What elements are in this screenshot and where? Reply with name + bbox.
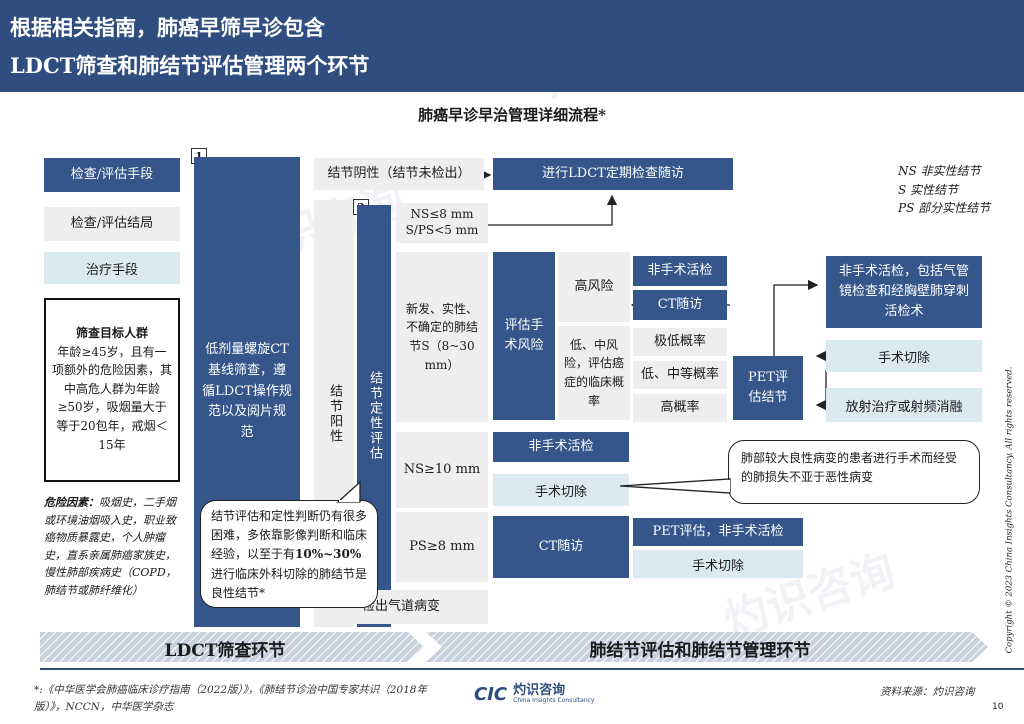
ct-followup-ps: CT随访: [493, 516, 629, 578]
logo-mark: CIC: [474, 684, 508, 705]
copyright-wrapper: Copyright © 2023 China Insights Consulta…: [1002, 360, 1016, 660]
footnote: *:《中华医学会肺癌临床诊疗指南（2022版）》，《肺结节诊治中国专家共识（20…: [34, 684, 427, 713]
low-mid-risk: 低、中风险，评估癌症的临床概率: [558, 326, 630, 420]
ct-followup-high-risk: CT随访: [633, 290, 727, 320]
high-probability: 高概率: [633, 394, 727, 422]
copyright: Copyright © 2023 China Insights Consulta…: [1004, 366, 1015, 654]
nonsurgical-biopsy-ns: 非手术活检: [493, 432, 629, 462]
target-title: 筛查目标人群: [75, 326, 148, 340]
high-risk: 高风险: [558, 252, 630, 322]
legend-ps: PS 部分实性结节: [898, 201, 991, 216]
logo-en: China Insights Consultancy: [513, 697, 595, 705]
logo-cn: 灼识咨询: [513, 683, 566, 699]
callout-benign-rate-text-a: 结节评估和定性判断仍有很多困难，多依靠影像判断和临床经验，以至于有: [211, 509, 368, 562]
legend-exam-outcome: 检查/评估结局: [44, 207, 180, 241]
risk-label: 危险因素：: [44, 496, 99, 509]
surgical-resection-2: 手术切除: [493, 474, 629, 506]
callout-benign-rate-text-b: 进行临床外科切除的肺结节是良性结节*: [211, 566, 368, 600]
legend-exam-method: 检查/评估手段: [44, 158, 180, 192]
stage-banners: [40, 632, 988, 662]
radiotherapy-or-ablation: 放射治疗或射频消融: [826, 388, 982, 422]
nonsurgical-biopsy-bronchoscopy: 非手术活检，包括气管镜检查和经胸壁肺穿刺活检术: [826, 256, 982, 328]
low-mid-probability: 低、中等概率: [633, 361, 727, 389]
legend-ns: NS 非实性结节: [898, 164, 981, 178]
abbreviation-legend: NS 非实性结节 S 实性结节 PS 部分实性结节: [898, 162, 990, 218]
surgical-risk-assessment: 评估手术风险: [493, 252, 555, 420]
nodule-positive-label: 结节阳性: [327, 383, 343, 444]
target-body: 年龄≥45岁，且有一项额外的危险因素，其中高危人群为年龄≥50岁，吸烟量大于等于…: [52, 344, 173, 452]
header-title-line1: 根据相关指南，肺癌早筛早诊包含: [10, 15, 325, 40]
legend-s: S 实性结节: [898, 182, 959, 197]
callout-pointer-right: [620, 478, 731, 494]
nodule-negative: 结节阴性（结节未检出）: [314, 158, 484, 190]
cic-logo: CIC 灼识咨询 China Insights Consultancy: [474, 683, 595, 705]
very-low-probability: 极低概率: [633, 328, 727, 356]
risk-body: 吸烟史，二手烟或环境油烟吸入史，职业致癌物质暴露史，个人肿瘤史，直系亲属肺癌家族…: [44, 496, 177, 597]
flow-title: 肺癌早诊早治管理详细流程*: [418, 106, 606, 124]
page-number: 10: [992, 702, 1004, 712]
source-note: 资料来源：灼识咨询: [880, 686, 975, 698]
callout-pointer-left: [336, 480, 361, 503]
qualitative-assessment-label: 结节定性评估: [367, 371, 383, 461]
header-bar: 根据相关指南，肺癌早筛早诊包含 LDCT筛查和肺结节评估管理两个环节: [0, 0, 1024, 92]
pet-and-nonsurgical-biopsy: PET评估，非手术活检: [633, 518, 803, 546]
ns-le-8mm: NS≤8 mm S/PS<5 mm: [396, 203, 488, 243]
nonsurgical-biopsy-high-risk: 非手术活检: [633, 256, 727, 286]
surgical-resection-1: 手术切除: [826, 340, 982, 372]
callout-benign-rate-percent: 10%~30%: [295, 547, 362, 562]
banner-ldct-screening: LDCT筛查环节: [164, 640, 286, 661]
surgical-resection-3: 手术切除: [633, 550, 803, 578]
banner-nodule-management: 肺结节评估和肺结节管理环节: [589, 640, 811, 661]
legend-treatment: 治疗手段: [44, 252, 180, 284]
solid-nodule-8-30mm: 新发、实性、不确定的肺结节S（8~30 mm）: [396, 252, 488, 422]
ns-ge-10mm: NS≥10 mm: [396, 432, 488, 508]
ldct-periodic-followup: 进行LDCT定期检查随访: [493, 158, 733, 190]
target-population-box: 筛查目标人群 年龄≥45岁，且有一项额外的危险因素，其中高危人群为年龄≥50岁，…: [44, 298, 180, 482]
pet-nodule-evaluation: PET评估结节: [733, 356, 803, 420]
header-title-line2: LDCT筛查和肺结节评估管理两个环节: [10, 53, 370, 78]
callout-benign-resection: 肺部较大良性病变的患者进行手术而经受的肺损失不亚于恶性病变: [728, 440, 980, 504]
risk-factors: 危险因素：吸烟史，二手烟或环境油烟吸入史，职业致癌物质暴露史，个人肿瘤史，直系亲…: [44, 494, 182, 636]
callout-benign-rate: 结节评估和定性判断仍有很多困难，多依靠影像判断和临床经验，以至于有10%~30%…: [200, 500, 378, 608]
ps-ge-8mm: PS≥8 mm: [396, 512, 488, 582]
footer-divider: [40, 668, 1024, 670]
